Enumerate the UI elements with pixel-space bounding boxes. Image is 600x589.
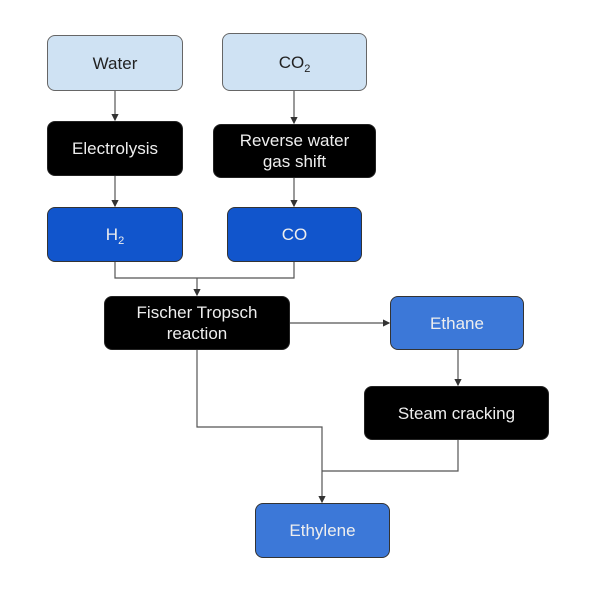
rwgs-line1: Reverse water: [239, 131, 350, 150]
node-co2: CO2: [222, 33, 367, 91]
node-co-label: CO: [281, 225, 308, 244]
node-ethylene: Ethylene: [255, 503, 390, 558]
node-co2-label: CO2: [278, 52, 311, 75]
edge-steam-ethylene: [322, 440, 459, 472]
node-reverse-water-gas-shift: Reverse water gas shift: [213, 124, 376, 178]
node-fischer-tropsch: Fischer Tropsch reaction: [104, 296, 290, 350]
node-ethane: Ethane: [390, 296, 524, 350]
edge-h2-co-merge: [114, 262, 295, 279]
edge-ft-ethylene: [196, 350, 326, 504]
node-electrolysis-label: Electrolysis: [72, 139, 158, 158]
node-water: Water: [47, 35, 183, 91]
node-steam-cracking-label: Steam cracking: [397, 403, 516, 423]
rwgs-line2: gas shift: [262, 152, 327, 171]
node-co: CO: [227, 207, 362, 262]
node-ethylene-label: Ethylene: [289, 521, 356, 540]
node-h2-label: H2: [105, 224, 125, 247]
ft-line2: reaction: [166, 324, 228, 343]
node-ethane-label: Ethane: [430, 313, 484, 333]
node-steam-cracking: Steam cracking: [364, 386, 549, 440]
h2-subscript: 2: [118, 235, 125, 247]
h2-main: H: [105, 225, 119, 244]
node-h2: H2: [47, 207, 183, 262]
co2-main: CO: [278, 52, 305, 72]
node-water-label: Water: [92, 53, 138, 73]
co2-subscript: 2: [304, 62, 311, 75]
ft-line1: Fischer Tropsch: [136, 303, 258, 322]
node-electrolysis: Electrolysis: [47, 121, 183, 176]
